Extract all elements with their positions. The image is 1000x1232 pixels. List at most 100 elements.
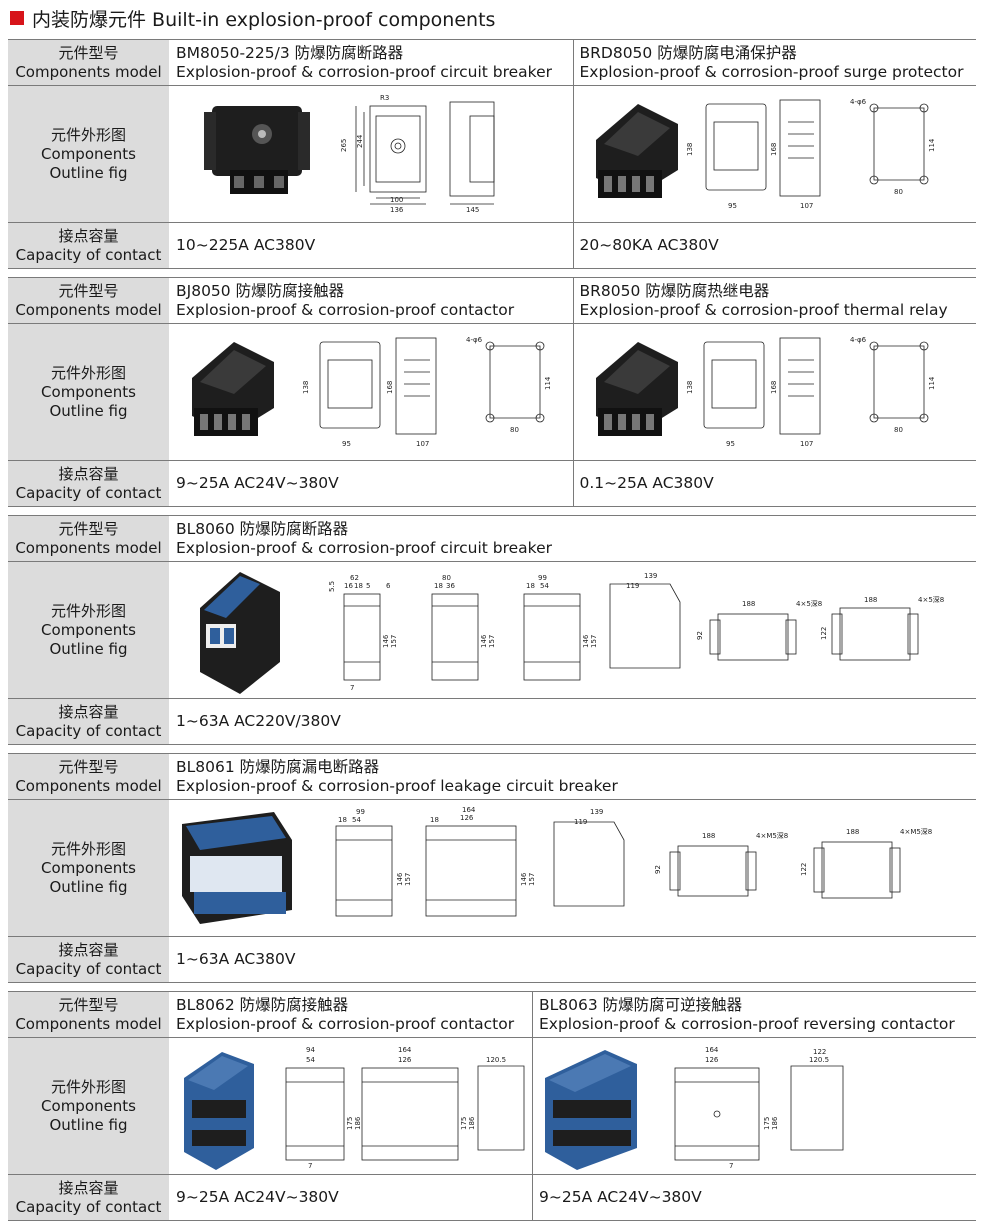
component-photo-icon	[204, 106, 310, 194]
svg-text:186: 186	[354, 1116, 362, 1130]
model-desc: Explosion-proof & corrosion-proof surge …	[579, 62, 964, 81]
capacity-value: 9~25A AC24V~380V	[532, 1175, 976, 1220]
svg-text:126: 126	[398, 1056, 412, 1064]
svg-text:18: 18	[430, 816, 439, 824]
svg-text:4×M5深8: 4×M5深8	[756, 831, 788, 840]
svg-text:168: 168	[386, 381, 394, 394]
model-name: BRD8050 防爆防腐电涌保护器	[579, 43, 797, 62]
svg-text:120.5: 120.5	[809, 1056, 829, 1064]
svg-text:175: 175	[763, 1117, 771, 1130]
dimension-drawing-icon	[285, 1065, 525, 1161]
outline-figure: R3 265 244 100 136 145	[170, 86, 573, 222]
dimension-drawing-icon	[703, 337, 928, 435]
svg-text:114: 114	[928, 376, 936, 390]
svg-text:188: 188	[702, 832, 715, 840]
svg-text:107: 107	[800, 202, 813, 210]
svg-text:95: 95	[728, 202, 737, 210]
capacity-value: 1~63A AC220V/380V	[176, 712, 341, 730]
svg-text:157: 157	[488, 635, 496, 648]
svg-text:80: 80	[442, 574, 451, 582]
dimension-drawing-icon	[343, 583, 919, 681]
model-desc: Explosion-proof & corrosion-proof contac…	[176, 1014, 515, 1033]
dim-label: R3	[380, 94, 389, 102]
svg-text:4-φ6: 4-φ6	[850, 98, 867, 106]
svg-text:7: 7	[350, 684, 354, 692]
svg-text:139: 139	[590, 808, 603, 816]
svg-text:175: 175	[460, 1117, 468, 1130]
svg-text:157: 157	[390, 635, 398, 648]
svg-text:168: 168	[770, 381, 778, 394]
dimension-drawing-icon	[674, 1065, 844, 1161]
svg-text:54: 54	[306, 1056, 315, 1064]
svg-text:92: 92	[696, 631, 704, 640]
component-photo-icon	[595, 342, 678, 436]
capacity-value: 9~25A AC24V~380V	[176, 1188, 339, 1206]
component-photo-icon	[200, 572, 280, 694]
svg-text:95: 95	[726, 440, 735, 448]
svg-text:18: 18	[338, 816, 347, 824]
model-desc: Explosion-proof & corrosion-proof therma…	[579, 300, 948, 319]
svg-text:92: 92	[654, 865, 662, 874]
svg-text:99: 99	[538, 574, 547, 582]
svg-text:80: 80	[894, 426, 903, 434]
model-name: BM8050-225/3 防爆防腐断路器	[176, 43, 404, 62]
svg-text:139: 139	[644, 572, 657, 580]
dimension-drawing-icon	[335, 821, 901, 917]
svg-text:244: 244	[356, 134, 364, 148]
svg-text:5: 5	[366, 582, 370, 590]
svg-text:164: 164	[398, 1046, 412, 1054]
model-name: BL8063 防爆防腐可逆接触器	[539, 995, 743, 1014]
svg-text:164: 164	[705, 1046, 719, 1054]
svg-text:186: 186	[771, 1116, 779, 1130]
svg-text:138: 138	[686, 381, 694, 394]
model-name: BL8062 防爆防腐接触器	[176, 995, 349, 1014]
svg-text:138: 138	[686, 143, 694, 156]
model-desc: Explosion-proof & corrosion-proof revers…	[539, 1014, 955, 1033]
svg-text:54: 54	[540, 582, 549, 590]
svg-text:18: 18	[434, 582, 443, 590]
svg-text:4×5深8: 4×5深8	[796, 599, 822, 608]
outline-figure: 138 95 168 107 4-φ6 114 80	[572, 86, 977, 222]
svg-text:188: 188	[864, 596, 877, 604]
svg-text:5.5: 5.5	[328, 581, 336, 592]
svg-text:95: 95	[342, 440, 351, 448]
svg-text:4×M5深8: 4×M5深8	[900, 827, 932, 836]
capacity-value: 0.1~25A AC380V	[572, 461, 977, 506]
svg-text:16: 16	[344, 582, 353, 590]
svg-text:146: 146	[480, 634, 488, 648]
svg-text:122: 122	[800, 863, 808, 876]
component-photo-icon	[192, 342, 274, 436]
svg-text:4×5深8: 4×5深8	[918, 595, 944, 604]
model-name: BL8061 防爆防腐漏电断路器	[176, 757, 380, 776]
svg-text:188: 188	[742, 600, 755, 608]
svg-text:99: 99	[356, 808, 365, 816]
svg-text:138: 138	[302, 381, 310, 394]
component-photo-icon	[595, 104, 678, 198]
svg-text:4-φ6: 4-φ6	[466, 336, 483, 344]
model-desc: Explosion-proof & corrosion-proof leakag…	[176, 776, 618, 795]
model-desc: Explosion-proof & corrosion-proof circui…	[176, 538, 552, 557]
svg-text:7: 7	[308, 1162, 312, 1170]
svg-text:145: 145	[466, 206, 479, 214]
svg-text:62: 62	[350, 574, 359, 582]
capacity-value: 20~80KA AC380V	[572, 223, 977, 268]
svg-text:18: 18	[526, 582, 535, 590]
capacity-value: 10~225A AC380V	[176, 236, 316, 254]
svg-text:146: 146	[520, 872, 528, 886]
